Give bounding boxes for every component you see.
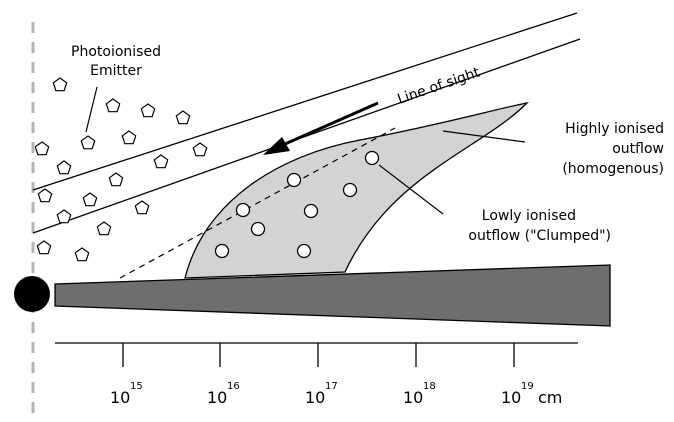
svg-text:10: 10 — [110, 388, 130, 407]
svg-text:17: 17 — [325, 381, 338, 392]
emitter-cloud — [74, 247, 90, 262]
emitter-label-line1: Photoionised — [71, 44, 161, 60]
emitter-cloud — [56, 160, 72, 175]
emitter-cloud — [134, 200, 150, 215]
lowly-ionised-leader — [378, 164, 444, 215]
emitter-cloud — [37, 188, 53, 203]
emitter-cloud — [96, 221, 112, 236]
svg-text:10: 10 — [305, 388, 325, 407]
highly-ionised-label-line3: (homogenous) — [562, 161, 664, 177]
highly-ionised-label-line1: Highly ionised — [565, 121, 664, 137]
clump — [364, 150, 380, 166]
clump — [235, 202, 251, 218]
svg-text:10: 10 — [207, 388, 227, 407]
svg-text:16: 16 — [227, 381, 240, 392]
tick-label-19: 10 19 cm — [501, 381, 562, 407]
tick-label-17: 10 17 — [305, 381, 338, 407]
emitter-cloud — [80, 135, 96, 150]
svg-text:19: 19 — [521, 381, 534, 392]
highly-ionised-leader — [442, 130, 526, 143]
emitter-cloud — [192, 142, 208, 157]
emitter-cloud — [34, 141, 50, 156]
emitter-cloud — [175, 110, 191, 125]
accretion-disk — [54, 264, 611, 327]
svg-text:10: 10 — [403, 388, 423, 407]
tick-label-18: 10 18 — [403, 381, 436, 407]
tick-label-15: 10 15 — [110, 381, 143, 407]
emitter-cloud — [105, 98, 121, 113]
svg-text:15: 15 — [130, 381, 143, 392]
line-of-sight-arrow — [263, 101, 379, 155]
clump — [342, 182, 358, 198]
sightline-upper — [32, 12, 578, 191]
tick-label-16: 10 16 — [207, 381, 240, 407]
highly-ionised-label-line2: outflow — [612, 141, 664, 157]
lowly-ionised-label-line1: Lowly ionised — [482, 208, 576, 224]
emitter-label-line2: Emitter — [90, 63, 142, 79]
emitter-cloud — [52, 77, 68, 92]
sightline-dashed — [119, 127, 396, 279]
svg-text:18: 18 — [423, 381, 436, 392]
distance-ticks — [122, 343, 515, 367]
clump — [303, 203, 319, 219]
emitter-cloud — [82, 192, 98, 207]
emitter-cloud — [56, 209, 72, 224]
lowly-ionised-label-line2: outflow ("Clumped") — [468, 228, 611, 244]
clump — [250, 221, 266, 237]
axis-unit: cm — [538, 388, 562, 407]
central-source — [14, 276, 50, 312]
clumps — [214, 150, 380, 259]
clump — [286, 172, 302, 188]
emitter-cloud — [36, 240, 52, 255]
emitter-cloud — [140, 103, 156, 118]
emitter-cloud — [153, 154, 169, 169]
emitter-cloud — [121, 130, 137, 145]
clump — [214, 243, 230, 259]
line-of-sight-label: Line of sight — [395, 64, 482, 107]
emitter-leader — [85, 86, 98, 133]
clump — [296, 243, 312, 259]
svg-text:10: 10 — [501, 388, 521, 407]
emitter-cloud — [108, 172, 124, 187]
emitter-clouds — [34, 77, 208, 262]
